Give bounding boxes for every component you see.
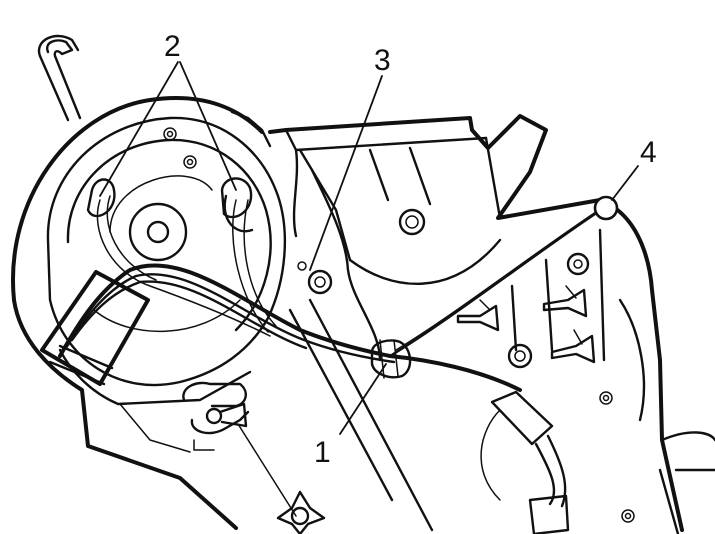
retainer-2 <box>542 285 588 318</box>
wire-loop-right <box>220 177 253 219</box>
harness-retainers <box>276 285 596 534</box>
leader-1 <box>339 363 387 435</box>
mounting-screw-2 <box>183 155 197 169</box>
motor-hub <box>128 202 188 262</box>
wire-loop-left <box>86 178 116 218</box>
leader-3 <box>309 75 383 271</box>
harness-clip <box>182 381 297 517</box>
callout-label-3: 3 <box>374 44 391 77</box>
support-rod <box>37 34 82 122</box>
retainer-1 <box>456 299 500 332</box>
retainer-3 <box>550 329 596 364</box>
electrical-connector <box>490 390 554 446</box>
leader-4 <box>611 165 639 201</box>
blower-motor-housing <box>11 96 287 530</box>
housing-screw-2 <box>307 269 333 295</box>
housing-screw-1 <box>398 208 426 236</box>
leader-2b <box>179 61 237 191</box>
callout-label-2: 2 <box>164 30 181 63</box>
callout-label-4: 4 <box>640 136 657 169</box>
callout-leaders <box>99 61 639 435</box>
housing-screw-4 <box>566 252 590 276</box>
mounting-screw-1 <box>163 127 177 141</box>
wiring-harness <box>40 177 609 534</box>
attachment-point-4 <box>593 195 619 221</box>
harness-grommet <box>40 270 150 386</box>
leader-2a <box>99 61 179 197</box>
housing-screw-5 <box>599 391 613 405</box>
motor-shaft <box>146 220 170 244</box>
heater-housing <box>268 114 715 534</box>
retainer-4 <box>276 490 326 534</box>
housing-screw-6 <box>621 509 635 523</box>
housing-screw-3 <box>507 343 533 369</box>
callout-label-1: 1 <box>314 436 331 469</box>
